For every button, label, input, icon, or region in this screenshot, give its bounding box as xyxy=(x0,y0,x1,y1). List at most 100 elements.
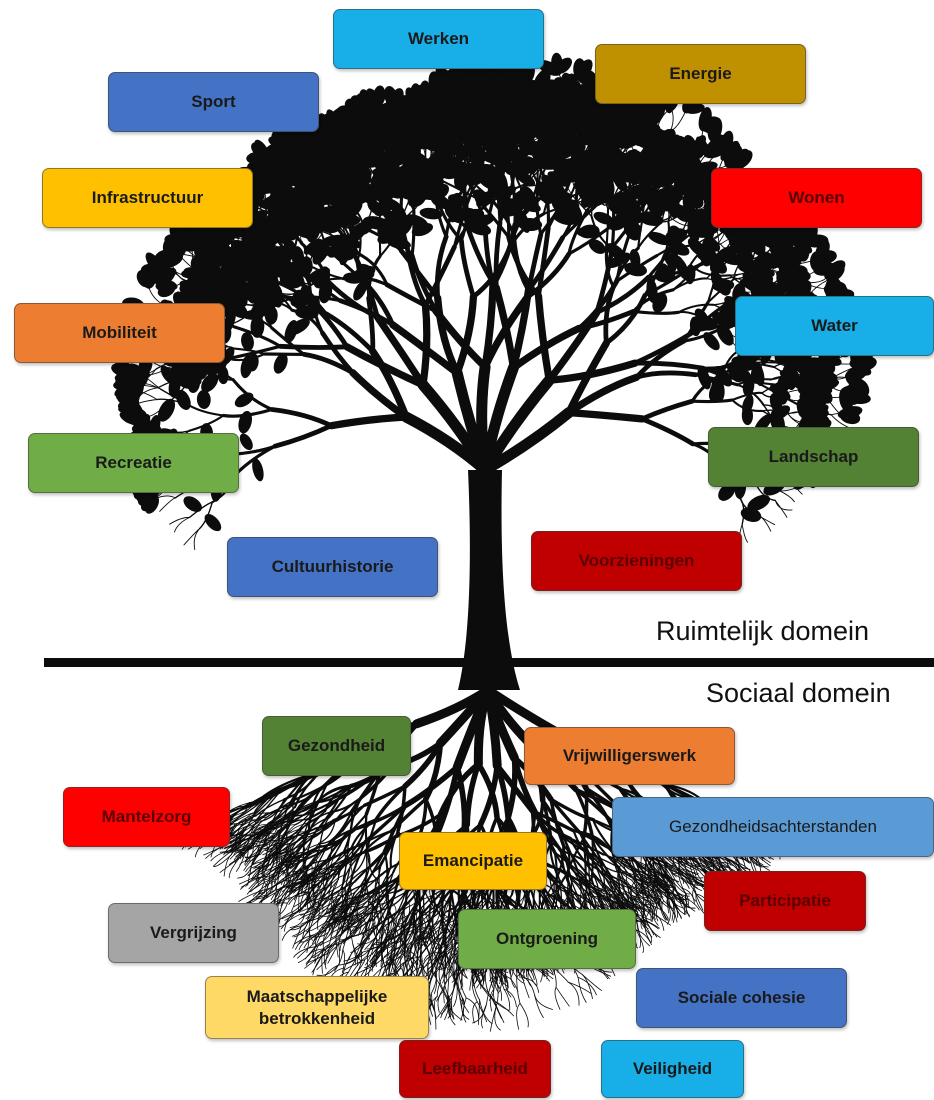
root xyxy=(344,906,363,915)
root xyxy=(316,965,339,976)
root xyxy=(621,861,628,885)
root xyxy=(336,915,344,936)
root xyxy=(653,870,667,885)
root xyxy=(641,881,656,896)
root xyxy=(445,939,453,957)
root xyxy=(636,904,654,920)
root xyxy=(284,853,293,874)
root xyxy=(409,932,417,959)
root xyxy=(343,905,368,922)
root xyxy=(278,873,300,892)
root xyxy=(260,798,285,822)
root xyxy=(589,886,608,899)
root xyxy=(357,934,378,945)
root xyxy=(589,867,601,898)
root xyxy=(323,943,330,970)
root xyxy=(428,906,441,930)
root xyxy=(306,867,331,880)
root xyxy=(263,838,281,848)
root xyxy=(503,988,517,1008)
root xyxy=(320,887,345,903)
root xyxy=(439,942,447,965)
root xyxy=(311,947,324,973)
root xyxy=(577,977,597,996)
root xyxy=(338,943,340,965)
root xyxy=(342,914,361,932)
root xyxy=(306,921,327,932)
root xyxy=(342,920,350,951)
root xyxy=(418,928,430,945)
root xyxy=(268,813,292,825)
root xyxy=(338,928,358,941)
root xyxy=(648,894,663,906)
root xyxy=(402,910,416,927)
root xyxy=(495,967,500,989)
root xyxy=(263,831,280,841)
root xyxy=(270,813,292,828)
root xyxy=(366,851,378,880)
root xyxy=(366,921,385,957)
root xyxy=(428,937,442,956)
root xyxy=(553,851,558,890)
root xyxy=(549,797,595,822)
root xyxy=(592,818,614,852)
root xyxy=(377,916,398,935)
root xyxy=(292,783,328,802)
root xyxy=(534,994,544,1018)
root xyxy=(399,940,407,969)
root xyxy=(416,946,422,965)
root xyxy=(476,970,487,989)
root xyxy=(277,860,280,882)
root xyxy=(368,835,396,869)
root xyxy=(372,894,396,921)
root xyxy=(359,910,374,945)
root xyxy=(349,912,368,925)
branch xyxy=(774,499,788,518)
root xyxy=(440,915,458,947)
root xyxy=(288,846,318,875)
root xyxy=(408,926,427,936)
root xyxy=(270,844,286,855)
root xyxy=(290,878,308,892)
root xyxy=(282,873,300,896)
branch xyxy=(634,370,699,380)
root xyxy=(385,916,398,945)
root xyxy=(245,875,268,887)
root xyxy=(281,925,302,941)
root xyxy=(406,922,426,934)
root xyxy=(519,1003,529,1028)
root xyxy=(274,873,290,901)
root xyxy=(343,866,371,889)
root xyxy=(557,876,562,907)
root xyxy=(633,874,650,883)
root xyxy=(380,895,389,917)
root xyxy=(327,943,340,964)
root xyxy=(653,913,671,926)
root xyxy=(232,825,248,839)
root xyxy=(341,949,346,974)
root xyxy=(433,937,442,957)
branch xyxy=(741,523,749,543)
root xyxy=(659,864,682,878)
root xyxy=(251,840,266,865)
root xyxy=(633,881,641,900)
root xyxy=(340,901,360,912)
root xyxy=(462,997,467,1023)
root xyxy=(353,919,375,937)
root xyxy=(418,930,434,946)
root xyxy=(301,897,326,910)
root xyxy=(432,903,436,939)
root xyxy=(253,826,272,836)
root xyxy=(267,843,286,853)
branch xyxy=(778,490,795,503)
root xyxy=(255,826,272,841)
root xyxy=(262,873,290,893)
root xyxy=(522,977,530,999)
root xyxy=(392,952,405,972)
root xyxy=(271,845,291,855)
root xyxy=(276,849,294,860)
root xyxy=(664,890,674,910)
root xyxy=(236,850,247,872)
root xyxy=(604,889,625,901)
